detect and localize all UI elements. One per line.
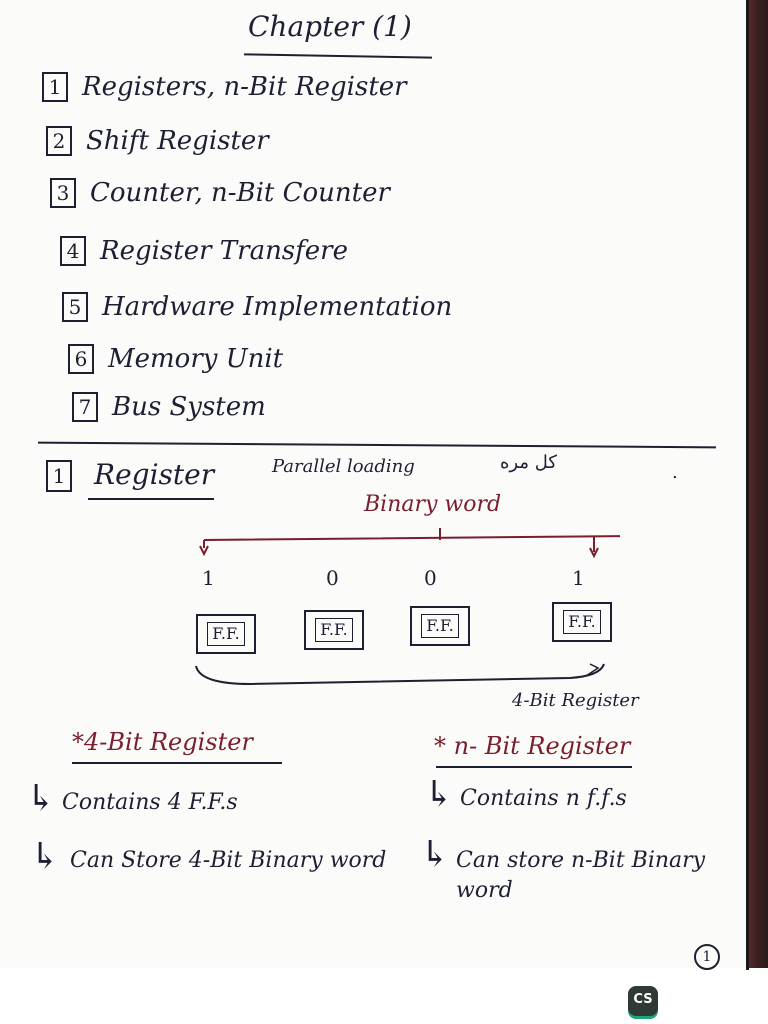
toc-number: 3 xyxy=(50,178,76,208)
toc-item: 5 Hardware Implementation xyxy=(62,292,452,322)
flip-flop-box: F.F. xyxy=(552,602,612,642)
ff-label: F.F. xyxy=(421,614,459,638)
toc-number: 4 xyxy=(60,236,86,266)
bracket-right-arrow xyxy=(589,547,599,559)
page-number: 1 xyxy=(694,944,720,970)
register-brace xyxy=(195,663,605,686)
register-caption: 4-Bit Register xyxy=(512,690,639,711)
toc-item: 7 Bus System xyxy=(72,392,266,422)
toc-label: Memory Unit xyxy=(108,344,284,374)
ff-label: F.F. xyxy=(207,622,245,646)
ff-label: F.F. xyxy=(563,610,601,634)
parallel-loading-note: Parallel loading xyxy=(272,456,415,477)
bit-value: 0 xyxy=(326,566,339,590)
binary-word-label: Binary word xyxy=(364,492,502,517)
toc-label: Shift Register xyxy=(86,126,269,156)
flip-flop-box: F.F. xyxy=(196,614,256,654)
arrow-hook-icon: ↳ xyxy=(26,778,57,819)
register-diagram xyxy=(195,528,620,686)
toc-number: 6 xyxy=(68,344,94,374)
toc-item: 2 Shift Register xyxy=(46,126,269,156)
flip-flop-box: F.F. xyxy=(410,606,470,646)
toc-item: 1 Registers, n-Bit Register xyxy=(42,72,407,102)
ff-label: F.F. xyxy=(315,618,353,642)
toc-number: 2 xyxy=(46,126,72,156)
section-title-underline xyxy=(88,498,214,500)
toc-item: 4 Register Transfere xyxy=(60,236,348,266)
left-heading-underline xyxy=(72,762,282,764)
chapter-title: Chapter (1) xyxy=(248,10,412,43)
dot-mark: . xyxy=(672,462,678,483)
bracket-left-arrow xyxy=(199,545,209,557)
page-edge-line xyxy=(746,0,749,970)
arrow-hook-icon: ↳ xyxy=(30,836,61,877)
arrow-hook-icon: ↳ xyxy=(424,774,455,815)
right-item-1: Contains n f.f.s xyxy=(460,786,627,811)
right-heading-underline xyxy=(436,766,632,768)
section-number: 1 xyxy=(46,460,72,492)
toc-number: 1 xyxy=(42,72,68,102)
toc-label: Register Transfere xyxy=(100,236,348,266)
bit-value: 1 xyxy=(572,566,585,590)
toc-label: Bus System xyxy=(112,392,266,422)
left-column-heading: *4-Bit Register xyxy=(72,728,253,756)
toc-item: 6 Memory Unit xyxy=(68,344,283,374)
notebook-page xyxy=(0,0,748,968)
arabic-note: كل مره xyxy=(500,452,557,473)
section-title: Register xyxy=(94,458,215,491)
right-item-2: Can store n-Bit Binary word xyxy=(456,848,706,903)
toc-label: Counter, n-Bit Counter xyxy=(90,178,390,208)
bit-value: 1 xyxy=(202,566,215,590)
toc-label: Hardware Implementation xyxy=(102,292,453,322)
toc-item: 3 Counter, n-Bit Counter xyxy=(50,178,390,208)
arrow-hook-icon: ↳ xyxy=(420,834,451,875)
left-item-2: Can Store 4-Bit Binary word xyxy=(70,848,387,873)
left-item-1: Contains 4 F.F.s xyxy=(62,790,238,815)
flip-flop-box: F.F. xyxy=(304,610,364,650)
bit-value: 0 xyxy=(424,566,437,590)
brace-arrow xyxy=(585,663,600,677)
toc-number: 7 xyxy=(72,392,98,422)
binary-word-bracket xyxy=(203,535,620,548)
right-column-heading: * n- Bit Register xyxy=(434,732,631,760)
toc-number: 5 xyxy=(62,292,88,322)
page-edge-shadow xyxy=(749,0,768,968)
camscanner-badge: CS xyxy=(628,986,658,1016)
toc-label: Registers, n-Bit Register xyxy=(82,72,407,102)
